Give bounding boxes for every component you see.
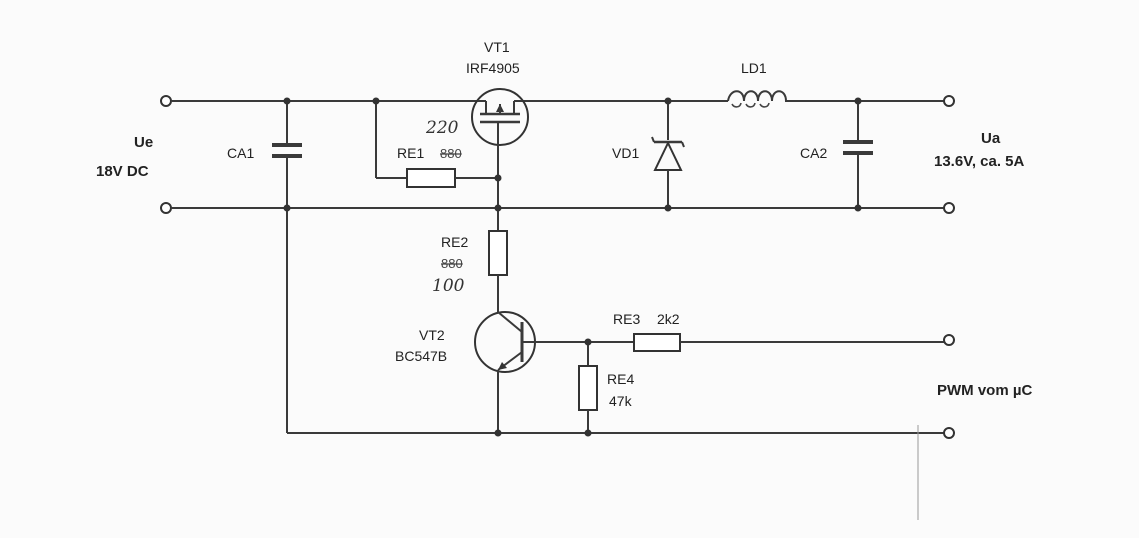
re4-branch	[578, 342, 598, 433]
vd1-ref-label: VD1	[612, 145, 639, 161]
output-name-label: Ua	[981, 130, 1001, 147]
ld1-ref-label: LD1	[741, 60, 767, 76]
re3-value-label: 2k2	[657, 311, 680, 327]
re2-value-struck-label: 880	[441, 256, 463, 271]
vt1-ref-label: VT1	[484, 39, 510, 55]
re2-branch	[488, 208, 508, 312]
vt1-part-label: IRF4905	[466, 60, 520, 76]
terminal-out-minus	[943, 202, 955, 214]
junction-nodes	[283, 97, 862, 437]
re2-ref-label: RE2	[441, 234, 468, 250]
re4-value-label: 47k	[609, 393, 633, 409]
output-value-label: 13.6V, ca. 5A	[934, 153, 1025, 170]
re3-resistor	[633, 333, 681, 352]
terminal-in-plus	[160, 95, 172, 107]
ld1-inductor	[727, 90, 792, 108]
re1-ref-label: RE1	[397, 145, 424, 161]
re4-ref-label: RE4	[607, 371, 634, 387]
vt1-note-label: 220	[425, 118, 459, 138]
terminal-pwm	[943, 334, 955, 346]
pwm-bottom-rail	[286, 208, 944, 520]
vt2-part-label: BC547B	[395, 348, 447, 364]
re3-ref-label: RE3	[613, 311, 640, 327]
terminal-in-minus	[160, 202, 172, 214]
vt2-ref-label: VT2	[419, 327, 445, 343]
terminal-out-plus	[943, 95, 955, 107]
input-name-label: Ue	[134, 134, 153, 151]
vd1-diode	[651, 101, 685, 208]
input-value-label: 18V DC	[96, 163, 149, 180]
re1-resistor	[406, 168, 456, 188]
pwm-label: PWM vom µC	[937, 382, 1032, 399]
terminal-pwm-gnd	[943, 427, 955, 439]
re1-branch	[375, 101, 498, 188]
re4-resistor	[578, 365, 598, 411]
vt1-mosfet	[471, 88, 529, 208]
re2-value-new-label: 100	[432, 276, 465, 296]
ca1-capacitor	[272, 101, 302, 208]
ca2-ref-label: CA2	[800, 145, 827, 161]
ca2-capacitor	[843, 101, 873, 208]
ca1-ref-label: CA1	[227, 145, 254, 161]
re2-resistor	[488, 230, 508, 276]
terminals	[160, 95, 955, 439]
re1-value-struck-label: 880	[440, 146, 462, 161]
vt2-transistor	[474, 311, 634, 433]
re3-branch	[633, 333, 944, 352]
